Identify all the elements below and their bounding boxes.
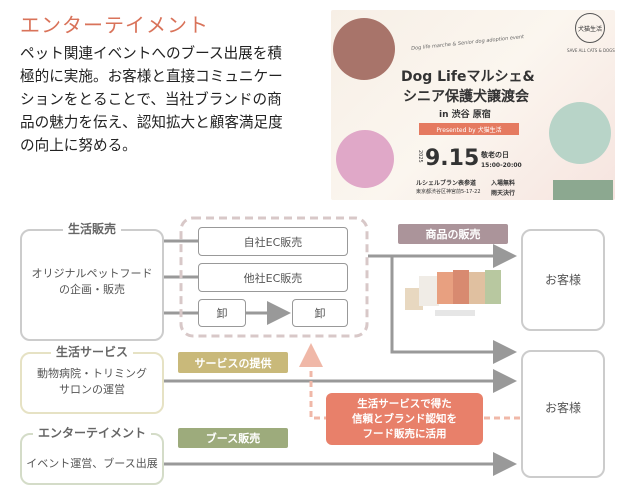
channel-wholesale: 卸 [198,299,246,327]
poster-venue: ルシェルブラン表参道 [416,180,477,187]
venue-photo [549,102,611,164]
product-arrow-2 [390,256,517,364]
tag-service: サービスの提供 [178,352,288,373]
group-desc: 動物病院・トリミングサロンの運営 [37,367,147,396]
group-label: 生活サービス [50,343,134,360]
group-desc: オリジナルペットフードの企画・販売 [31,267,153,296]
channel-other-ec: 他社EC販売 [198,263,348,292]
customer-box [521,350,605,478]
channel-own-ec: 自社EC販売 [198,227,348,256]
customer-label: お客様 [544,401,581,415]
customer-label: お客様 [544,273,581,287]
poster-address: 東京都渋谷区神宮前5-17-22 [416,189,481,195]
poster-year: 2025 [417,150,423,163]
poster-location: in 渋谷 原宿 [439,110,491,120]
description-line: の向上に努める。 [20,137,137,154]
poster-title: Dog Lifeマルシェ& [401,69,535,85]
group-desc: イベント運営、ブース出展 [26,457,158,470]
tag-booth: ブース販売 [178,428,288,448]
poster-rain: 雨天決行 [491,190,516,197]
section-title: エンターテイメント [20,13,209,37]
poster-time: 15:00-20:00 [481,162,522,169]
logo: 犬猫生活 [575,13,605,43]
synergy-note: 生活サービスで得た信頼とブランド認知をフード販売に活用 [326,393,483,445]
poster-fee: 入場無料 [491,180,516,187]
customer-box [521,229,605,331]
poster-ribbon: Presented by 犬猫生活 [419,123,519,135]
channel-group [179,216,369,338]
product-image [405,268,505,318]
logo-tagline: SAVE ALL CATS & DOGS [567,48,615,53]
poster-holiday: 敬老の日 [481,151,509,159]
group-life-service [20,352,164,414]
dog-photo [336,130,394,188]
building-photo [553,180,613,200]
group-life-sales [20,229,164,341]
channel-wholesale: 卸 [292,299,348,327]
tag-product-sales: 商品の販売 [398,224,508,244]
description-line: ションをとることで、当社ブランドの商 [20,91,282,108]
description-line: ペット関連イベントへのブース出展を積 [20,45,282,62]
group-label: エンターテイメント [32,424,152,441]
dog-photo [333,18,395,80]
group-label: 生活販売 [62,220,122,237]
poster-date: 9.15 [425,146,480,171]
event-poster: 犬猫生活 SAVE ALL CATS & DOGS Dog life march… [331,10,615,200]
description-line: 品の魅力を伝え、認知拡大と顧客満足度 [20,114,283,131]
poster-title: シニア保護犬譲渡会 [403,89,529,105]
group-entertainment [20,433,164,485]
description-line: 極的に実施。お客様と直接コミュニケー [20,68,283,85]
